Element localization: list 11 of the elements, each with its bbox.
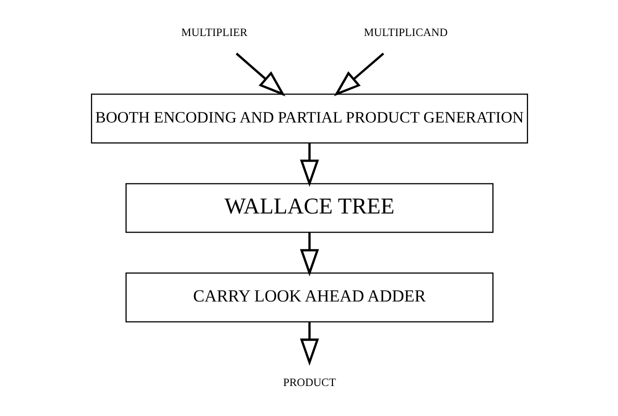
node-box: WALLACE TREE <box>125 183 493 233</box>
arrow <box>235 52 285 96</box>
node-box: CARRY LOOK AHEAD ADDER <box>125 272 493 322</box>
node-box: BOOTH ENCODING AND PARTIAL PRODUCT GENERATION <box>90 94 528 144</box>
node-text: MULTIPLIER <box>180 26 247 39</box>
arrow <box>299 232 319 276</box>
node-text: MULTIPLICAND <box>363 26 448 39</box>
arrow <box>299 143 319 187</box>
arrow <box>333 52 384 96</box>
node-text: PRODUCT <box>282 376 336 389</box>
arrow <box>299 322 319 366</box>
